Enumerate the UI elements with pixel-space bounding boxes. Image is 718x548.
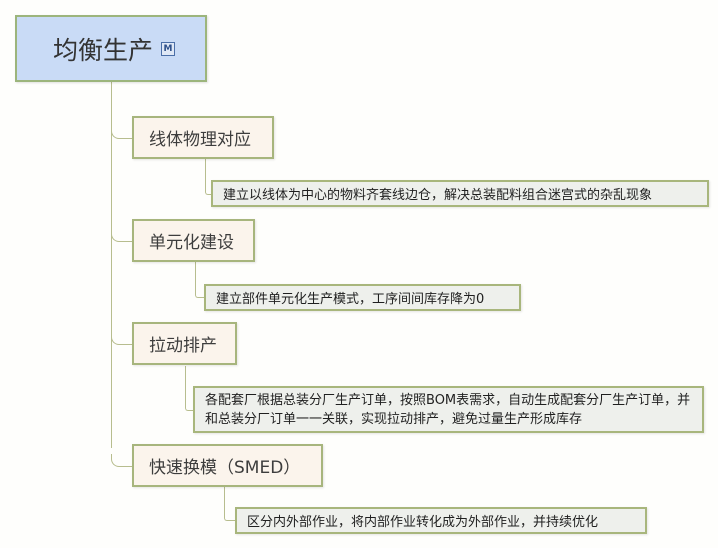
connector-detail-2 [195,262,212,298]
detail-unitization[interactable]: 建立部件单元化生产模式，工序间间库存降为0 [204,284,521,311]
connector-topic-3 [111,332,133,345]
marker-icon[interactable]: M [161,41,176,56]
detail-text: 区分内外部作业，将内部作业转化成为外部作业，并持续优化 [247,515,599,530]
topic-label: 快速换模（SMED） [149,458,301,478]
topic-label: 拉动排产 [149,336,217,356]
detail-text: 各配套厂根据总装分厂生产订单，按照BOM表需求，自动生成配套分厂生产订单，并和总… [205,392,691,427]
connector-detail-4 [224,486,236,521]
detail-text: 建立以线体为中心的物料齐套线边仓，解决总装配料组合迷宫式的杂乱现象 [223,188,653,203]
topic-smed[interactable]: 快速换模（SMED） [132,444,323,487]
detail-pull-scheduling[interactable]: 各配套厂根据总装分厂生产订单，按照BOM表需求，自动生成配套分厂生产订单，并和总… [193,386,704,433]
connector-topic-4 [111,454,133,467]
trunk-connector [111,82,112,448]
detail-text: 建立部件单元化生产模式，工序间间库存降为0 [216,292,485,307]
detail-line-physical[interactable]: 建立以线体为中心的物料齐套线边仓，解决总装配料组合迷宫式的杂乱现象 [211,180,709,207]
connector-topic-2 [111,229,133,242]
detail-smed[interactable]: 区分内外部作业，将内部作业转化成为外部作业，并持续优化 [235,507,647,534]
topic-line-physical[interactable]: 线体物理对应 [132,116,274,159]
topic-label: 单元化建设 [149,233,234,253]
connector-topic-1 [111,126,133,139]
root-topic-label: 均衡生产 [53,35,154,65]
topic-label: 线体物理对应 [149,130,251,150]
root-topic[interactable]: 均衡生产 M [15,15,207,82]
connector-detail-1 [205,158,212,195]
connector-detail-3 [185,366,194,411]
topic-unitization[interactable]: 单元化建设 [132,219,255,262]
topic-pull-scheduling[interactable]: 拉动排产 [132,322,237,365]
